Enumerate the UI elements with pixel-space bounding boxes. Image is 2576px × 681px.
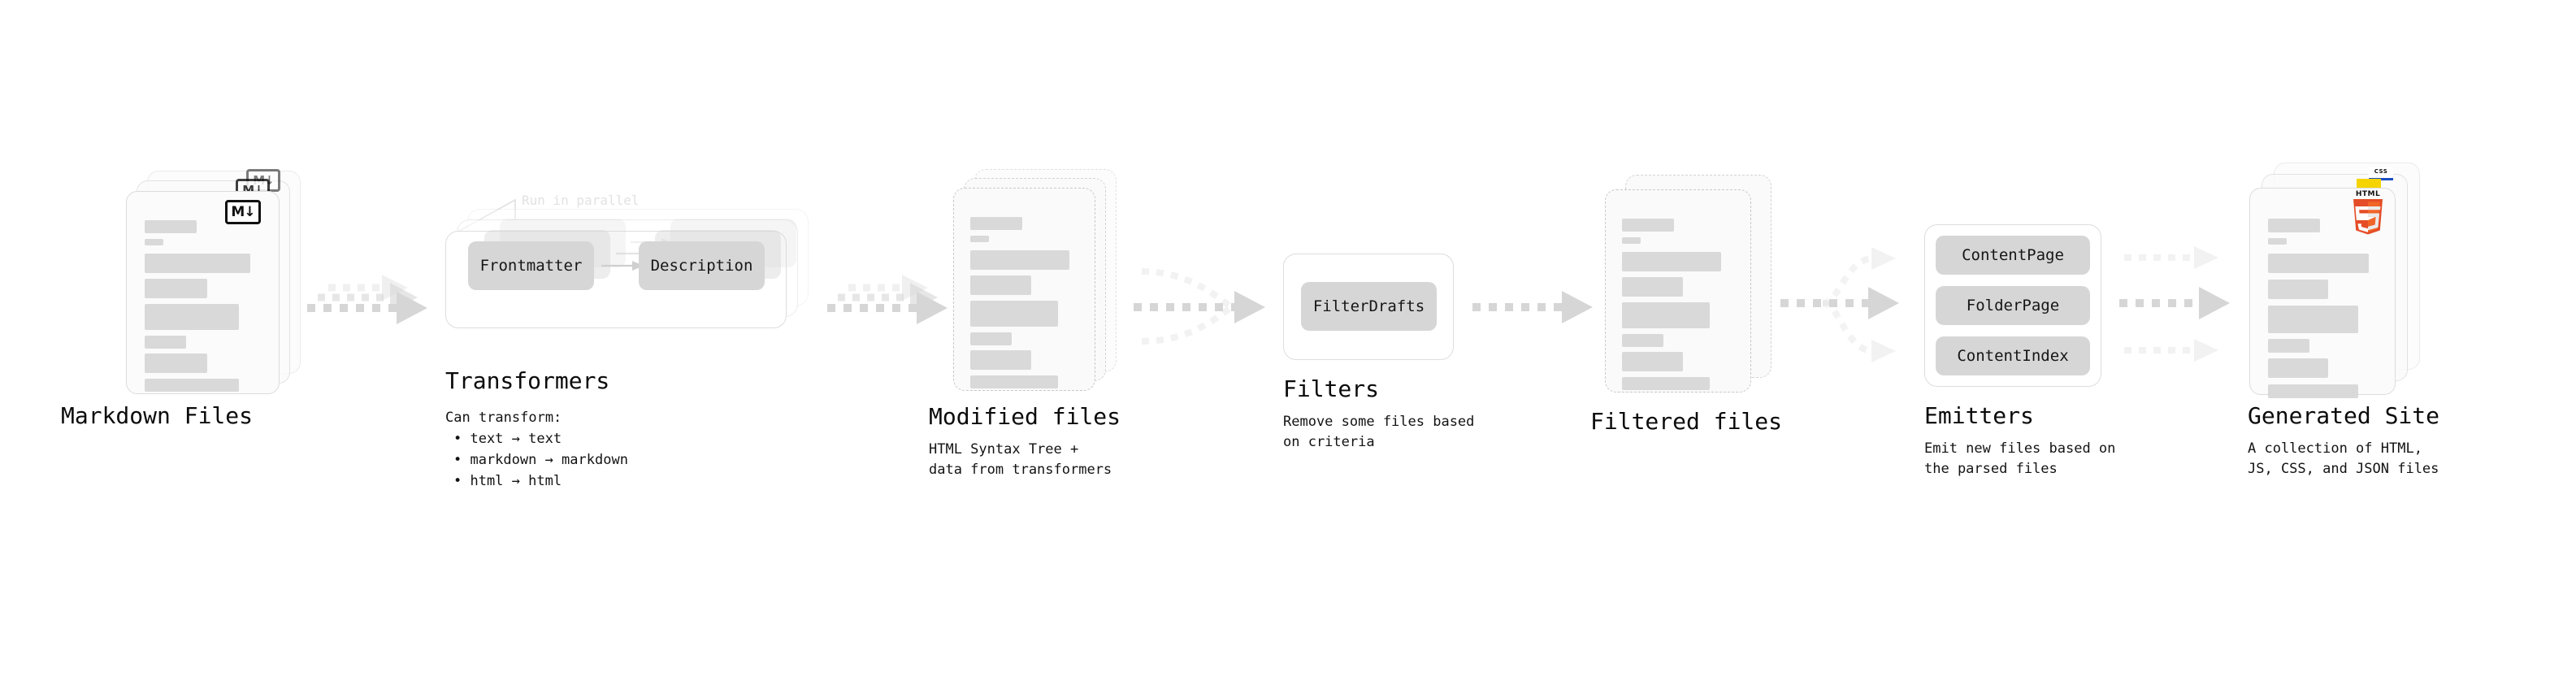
content-line — [145, 279, 207, 298]
stage-title-filtered-files: Filtered files — [1590, 408, 1783, 435]
modified-file-stack — [953, 169, 1124, 391]
emitter-pill-label: ContentPage — [1962, 246, 2064, 264]
stage-description-filters: Remove some files based on criteria — [1283, 414, 1475, 450]
content-line — [2268, 306, 2358, 333]
transformer-pill-label: Description — [650, 257, 753, 275]
content-line — [970, 250, 1069, 270]
html5-badge-label: HTML — [2355, 190, 2381, 198]
content-line — [2268, 358, 2328, 378]
content-line — [970, 301, 1058, 327]
stage-description-emitters: Emit new files based on the parsed files — [1924, 440, 2116, 477]
transformer-pill-description[interactable]: Description — [639, 241, 765, 290]
content-line — [145, 336, 186, 349]
stage-title-emitters: Emitters — [1924, 402, 2034, 429]
stage-filtered-files: Filtered files — [1590, 175, 1782, 435]
stage-description-modified-files: HTML Syntax Tree + data from transformer… — [929, 441, 1112, 478]
stage-title-markdown-files: Markdown Files — [61, 402, 254, 429]
emitter-pill-folderpage[interactable]: FolderPage — [1936, 286, 2090, 325]
stage-modified-files: Modified files HTML Syntax Tree + data f… — [929, 169, 1124, 478]
markdown-file-stack: M↓ M↓ M↓ — [126, 169, 301, 394]
content-line — [1622, 302, 1710, 328]
content-line — [145, 304, 239, 330]
content-line — [1622, 219, 1674, 232]
content-line — [970, 332, 1012, 345]
three-dashed-arrows-icon — [2119, 246, 2230, 362]
content-line — [145, 239, 163, 245]
content-line — [2268, 219, 2320, 232]
content-line — [1622, 252, 1721, 271]
connector-markdown-to-transformers — [307, 268, 429, 353]
filtered-content-lines — [1605, 189, 1751, 393]
transformers-bullet-1: • text → text — [453, 431, 562, 447]
stacked-dashed-arrow-icon — [827, 275, 948, 324]
content-line — [2268, 238, 2287, 245]
filter-pill-filterdrafts[interactable]: FilterDrafts — [1301, 282, 1437, 331]
content-line — [1622, 377, 1710, 390]
content-line — [2268, 339, 2309, 353]
markdown-badge: M↓ — [225, 200, 261, 224]
stage-markdown-files: M↓ M↓ M↓ Markdown Files — [61, 169, 301, 429]
annotation-run-in-parallel: Run in parallel — [522, 193, 640, 208]
transformer-pill-label: Frontmatter — [479, 257, 583, 275]
merge-dashed-arrow-icon — [1134, 268, 1265, 345]
content-line — [145, 220, 197, 233]
content-line — [970, 375, 1058, 388]
content-line — [970, 350, 1031, 370]
content-line — [1622, 352, 1683, 371]
stage-title-filters: Filters — [1283, 375, 1380, 402]
connector-emitters-to-site — [2113, 232, 2251, 381]
dashed-arrow-icon — [1472, 291, 1593, 323]
emitter-pill-label: FolderPage — [1966, 297, 2060, 314]
content-line — [145, 254, 250, 273]
stage-title-transformers: Transformers — [445, 367, 610, 394]
stage-title-modified-files: Modified files — [929, 403, 1121, 430]
content-line — [970, 217, 1022, 230]
filtered-file-stack — [1605, 175, 1772, 393]
stage-generated-site: CSS HTML — [2248, 163, 2439, 477]
connector-transformers-to-modified — [827, 268, 949, 353]
stage-description-transformers: Can transform: — [445, 410, 562, 426]
stage-description-generated-site: A collection of HTML, JS, CSS, and JSON … — [2248, 440, 2439, 477]
markdown-content-lines — [126, 191, 280, 394]
content-line — [1622, 334, 1663, 347]
content-line — [145, 354, 207, 373]
connector-filtered-to-emitters — [1776, 232, 1922, 381]
connector-modified-to-filters — [1134, 257, 1280, 358]
emitter-pill-contentpage[interactable]: ContentPage — [1936, 236, 2090, 275]
content-line — [145, 379, 239, 392]
content-line — [1622, 237, 1641, 244]
html5-badge-icon: HTML — [2351, 190, 2385, 238]
content-line — [2268, 254, 2369, 273]
modified-content-lines — [953, 188, 1095, 391]
transformers-bullet-2: • markdown → markdown — [453, 452, 628, 468]
content-line — [970, 236, 989, 242]
stacked-dashed-arrow-icon — [307, 275, 427, 324]
content-line — [2268, 384, 2358, 398]
emitter-pill-label: ContentIndex — [1957, 347, 2069, 365]
content-line — [2268, 280, 2328, 299]
html5-shield-icon — [2353, 199, 2383, 235]
emitter-pill-contentindex[interactable]: ContentIndex — [1936, 336, 2090, 375]
content-line — [970, 275, 1031, 295]
css-badge: CSS — [2369, 167, 2393, 180]
stage-title-generated-site: Generated Site — [2248, 402, 2440, 429]
site-content-lines — [2249, 188, 2396, 398]
transformer-pill-frontmatter[interactable]: Frontmatter — [468, 241, 594, 290]
fan-out-dashed-arrow-icon — [1780, 247, 1899, 362]
content-line — [1622, 277, 1683, 297]
transformers-bullet-3: • html → html — [453, 473, 562, 489]
filter-pill-label: FilterDrafts — [1312, 297, 1425, 315]
connector-filters-to-filtered — [1472, 288, 1594, 332]
generated-site-stack: CSS HTML — [2249, 163, 2424, 398]
